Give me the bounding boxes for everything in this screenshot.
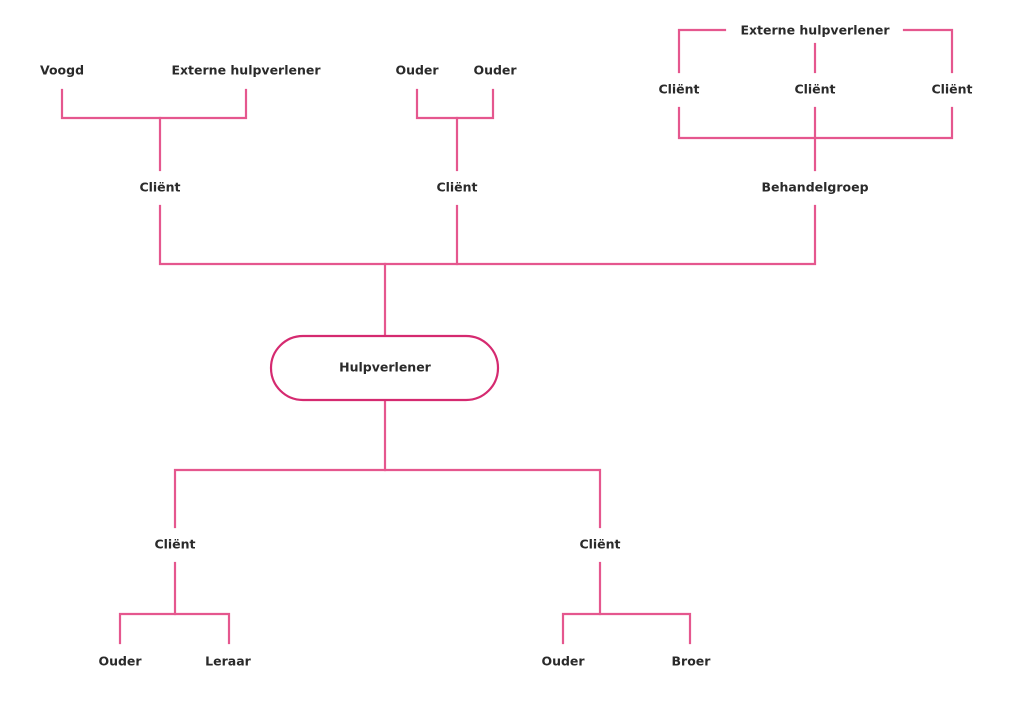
group-2: Ouder Ouder Cliënt [395,63,517,195]
connector-g5-bracket [561,612,692,645]
connector-g3-top-left [677,28,727,74]
g1-client-label: Cliënt [139,180,180,195]
g3-client-label-3: Cliënt [931,82,972,97]
g1-left-label: Voogd [40,63,84,78]
g2-right-label: Ouder [473,63,517,78]
g4-right-label: Leraar [205,654,251,669]
g3-group-label: Behandelgroep [761,180,868,195]
g3-client-label-1: Cliënt [658,82,699,97]
center-node: Hulpverlener [269,334,500,402]
g2-left-label: Ouder [395,63,439,78]
connector-g3-top-right [902,28,954,74]
center-node-pill [269,334,500,402]
g4-left-label: Ouder [98,654,142,669]
connector-g2-bracket [415,88,495,120]
group-1: Voogd Externe hulpverlener Cliënt [40,63,321,195]
g1-right-label: Externe hulpverlener [171,63,321,78]
g4-client-label: Cliënt [154,537,195,552]
group-5: Cliënt Ouder Broer [541,537,711,669]
g3-client-label-2: Cliënt [794,82,835,97]
g5-left-label: Ouder [541,654,585,669]
connector-g4-bracket [118,612,231,645]
connector-g1-bracket [60,88,248,120]
connector-upper-bus [158,204,817,266]
center-node-label: Hulpverlener [339,360,432,375]
g5-right-label: Broer [672,654,712,669]
g5-client-label: Cliënt [579,537,620,552]
g3-top-label: Externe hulpverlener [740,23,890,38]
connector-lines [60,28,954,645]
group-4: Cliënt Ouder Leraar [98,537,251,669]
g2-client-label: Cliënt [436,180,477,195]
connector-lower-bus [173,468,602,529]
group-3: Externe hulpverlener Cliënt Cliënt Cliën… [658,23,972,195]
